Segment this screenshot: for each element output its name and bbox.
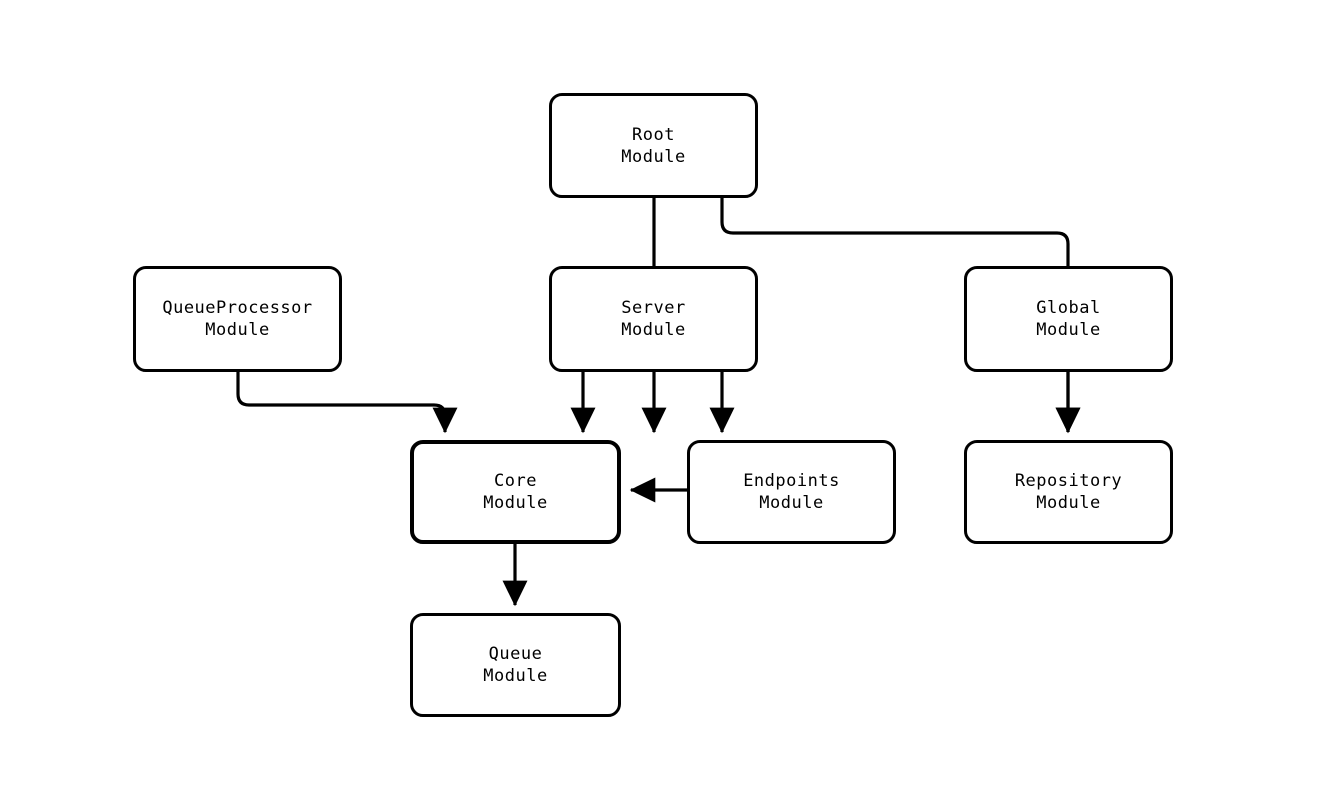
node-server-module[interactable]: Server Module — [549, 266, 758, 372]
node-queue-module[interactable]: Queue Module — [410, 613, 621, 717]
edge-queueprocessor-core — [236, 372, 458, 434]
node-global-module-kind: Module — [1036, 320, 1101, 340]
node-repository-module-name: Repository — [1014, 471, 1123, 491]
node-endpoints-module-kind: Module — [759, 493, 824, 513]
node-root-module-name: Root — [632, 124, 675, 145]
node-core-module[interactable]: Core Module — [410, 440, 621, 544]
node-queueprocessor-module[interactable]: QueueProcessor Module — [133, 266, 342, 372]
node-endpoints-module[interactable]: Endpoints Module — [687, 440, 896, 544]
node-queue-module-kind: Module — [483, 666, 548, 686]
node-root-module-kind: Module — [621, 146, 686, 167]
node-repository-module[interactable]: Repository Module — [964, 440, 1173, 544]
node-root-module[interactable]: Root Module — [549, 93, 758, 198]
node-server-module-name: Server — [621, 298, 686, 318]
node-queueprocessor-module-name: QueueProcessor — [162, 298, 313, 318]
node-global-module[interactable]: Global Module — [964, 266, 1173, 372]
node-core-module-kind: Module — [483, 493, 548, 513]
node-queueprocessor-module-kind: Module — [205, 320, 270, 340]
node-global-module-name: Global — [1036, 298, 1101, 318]
node-queue-module-name: Queue — [488, 644, 543, 664]
node-endpoints-module-name: Endpoints — [743, 471, 840, 491]
node-core-module-name: Core — [494, 471, 537, 491]
node-server-module-kind: Module — [621, 320, 686, 340]
node-repository-module-kind: Module — [1036, 493, 1101, 513]
